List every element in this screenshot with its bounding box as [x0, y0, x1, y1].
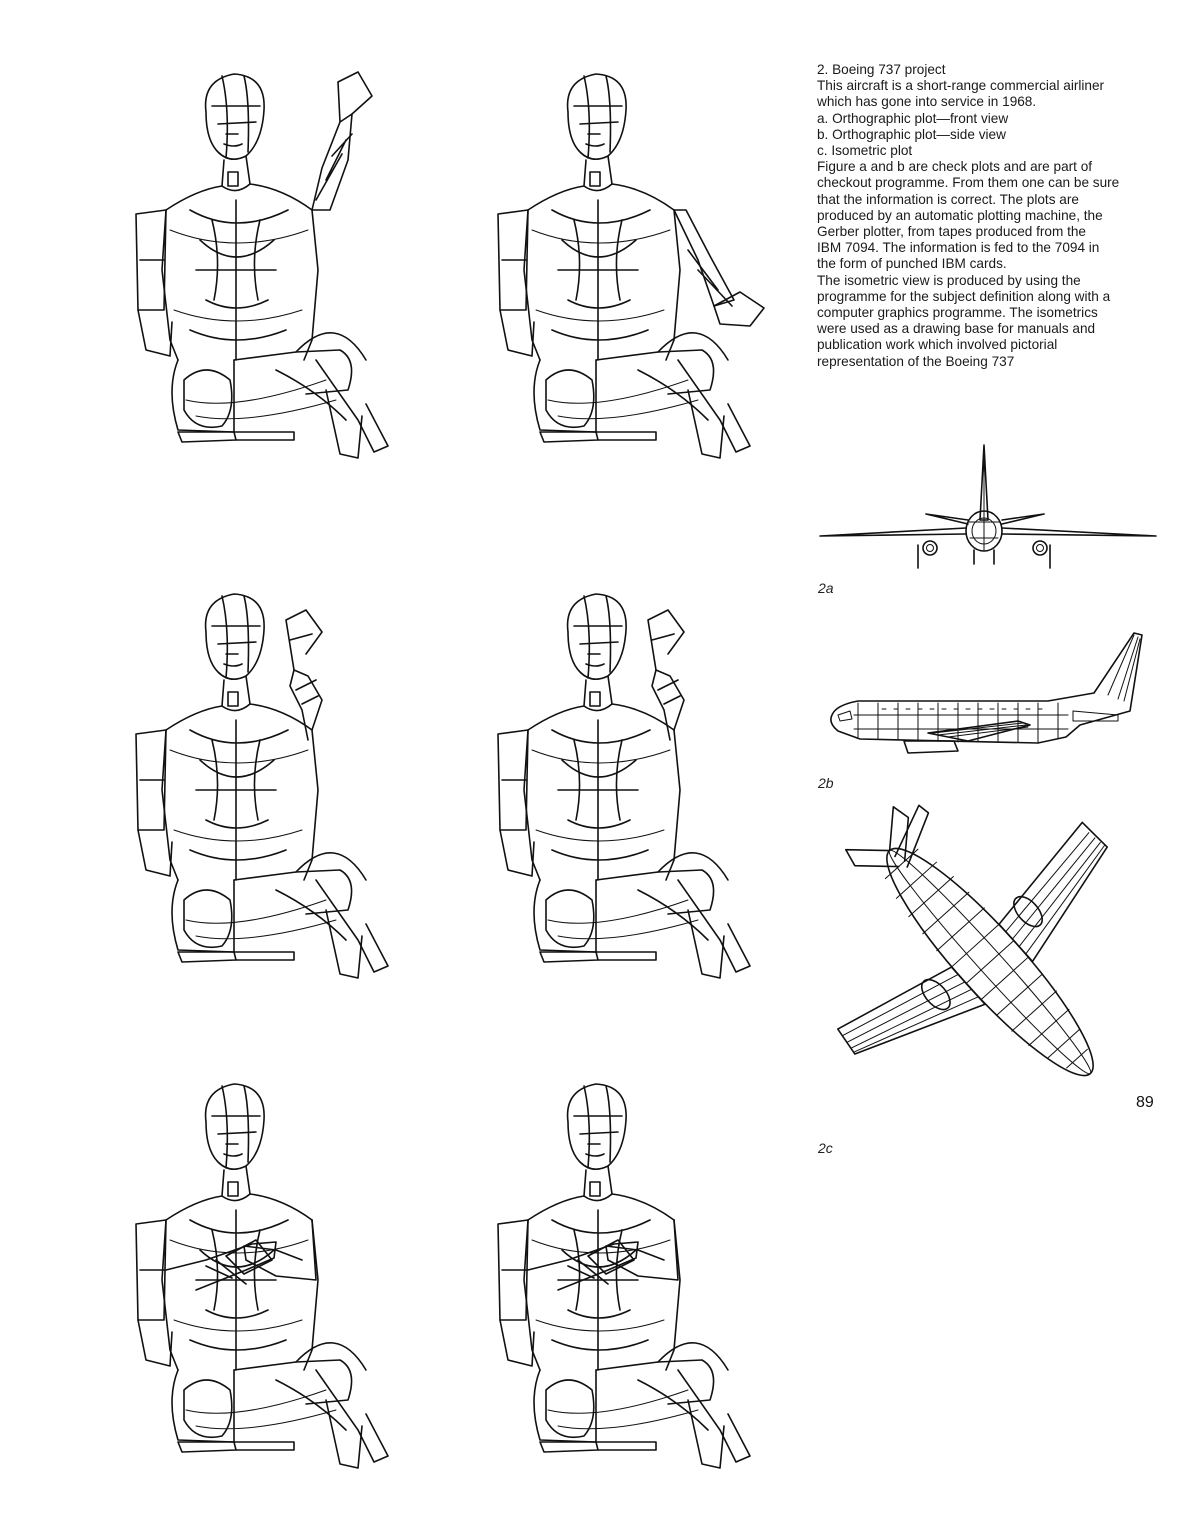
- seated-figure-3: [126, 580, 426, 990]
- description-line: The isometric view is produced by using …: [817, 272, 1081, 288]
- description-line: Gerber plotter, from tapes produced from…: [817, 224, 1086, 240]
- section-heading: 2. Boeing 737 project: [817, 62, 946, 77]
- description-line: This aircraft is a short-range commercia…: [817, 78, 1105, 94]
- airplane-front-view: [818, 440, 1158, 570]
- description-line: programme for the subject definition alo…: [817, 288, 1111, 304]
- airplane-side-view: [818, 625, 1158, 765]
- description-line: which has gone into service in 1968.: [817, 94, 1037, 110]
- description-line: were used as a drawing base for manuals …: [817, 321, 1096, 337]
- description-line: c. Isometric plot: [817, 143, 913, 159]
- description-line: publication work which involved pictoria…: [817, 337, 1058, 353]
- seated-figure-6: [488, 1070, 788, 1480]
- description-line: Figure a and b are check plots and are p…: [817, 159, 1093, 175]
- description-line: the form of punched IBM cards.: [817, 256, 1007, 272]
- description-line: IBM 7094. The information is fed to the …: [817, 240, 1100, 256]
- description-text: 2. Boeing 737 project This aircraft is a…: [817, 62, 1167, 370]
- caption-2b: 2b: [818, 775, 834, 791]
- seated-figure-5: [126, 1070, 426, 1480]
- description-line: representation of the Boeing 737: [817, 353, 1015, 369]
- description-line: that the information is correct. The plo…: [817, 191, 1079, 207]
- description-line: checkout programme. From them one can be…: [817, 175, 1120, 191]
- seated-figure-1: [126, 60, 426, 470]
- description-line: computer graphics programme. The isometr…: [817, 305, 1098, 321]
- description-line: a. Orthographic plot—front view: [817, 110, 1009, 126]
- seated-figure-2: [488, 60, 788, 470]
- caption-2c: 2c: [818, 1140, 833, 1156]
- caption-2a: 2a: [818, 580, 834, 596]
- page-number: 89: [1136, 1094, 1154, 1111]
- seated-figure-4: [488, 580, 788, 990]
- description-body: This aircraft is a short-range commercia…: [817, 78, 1167, 370]
- description-line: b. Orthographic plot—side view: [817, 126, 1006, 142]
- airplane-isometric-view: [818, 790, 1163, 1135]
- description-line: produced by an automatic plotting machin…: [817, 207, 1103, 223]
